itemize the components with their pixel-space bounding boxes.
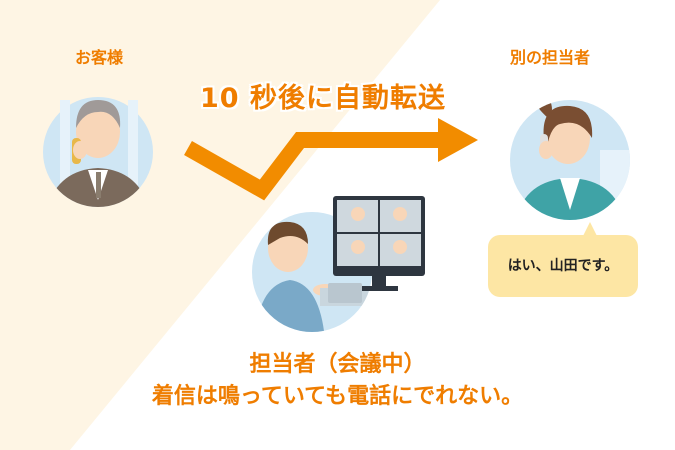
speech-bubble-tail	[582, 222, 598, 238]
customer-icon	[43, 97, 153, 207]
woman-phone-icon	[510, 100, 630, 220]
customer-label: お客様	[75, 48, 124, 67]
caption-line1: 担当者（会議中）	[249, 352, 426, 377]
reply-text: はい、山田です。	[507, 258, 619, 274]
other-staff-label: 別の担当者	[510, 48, 591, 67]
video-call-monitor-icon	[328, 196, 425, 303]
transfer-label: 10 秒後に自動転送	[200, 83, 446, 114]
caption-line2: 着信は鳴っていても電話にでれない。	[151, 384, 524, 409]
speech-bubble: はい、山田です。	[488, 235, 638, 297]
transfer-arrow-icon	[184, 118, 478, 201]
